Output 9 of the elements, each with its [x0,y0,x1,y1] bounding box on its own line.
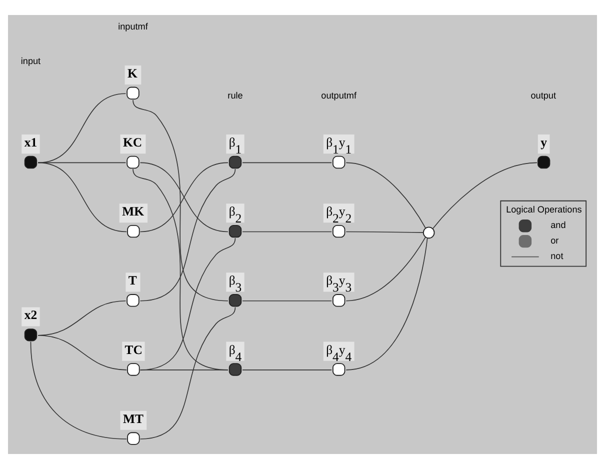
legend-label: or [550,235,559,246]
label: rule [228,90,243,100]
label: outputmf [321,90,357,100]
legend-label: and [550,220,566,230]
label: inputmf [118,21,148,32]
label: output [530,90,556,100]
label: Logical Operations [506,204,582,214]
label: input [20,56,41,66]
legend-label: not [550,250,564,261]
